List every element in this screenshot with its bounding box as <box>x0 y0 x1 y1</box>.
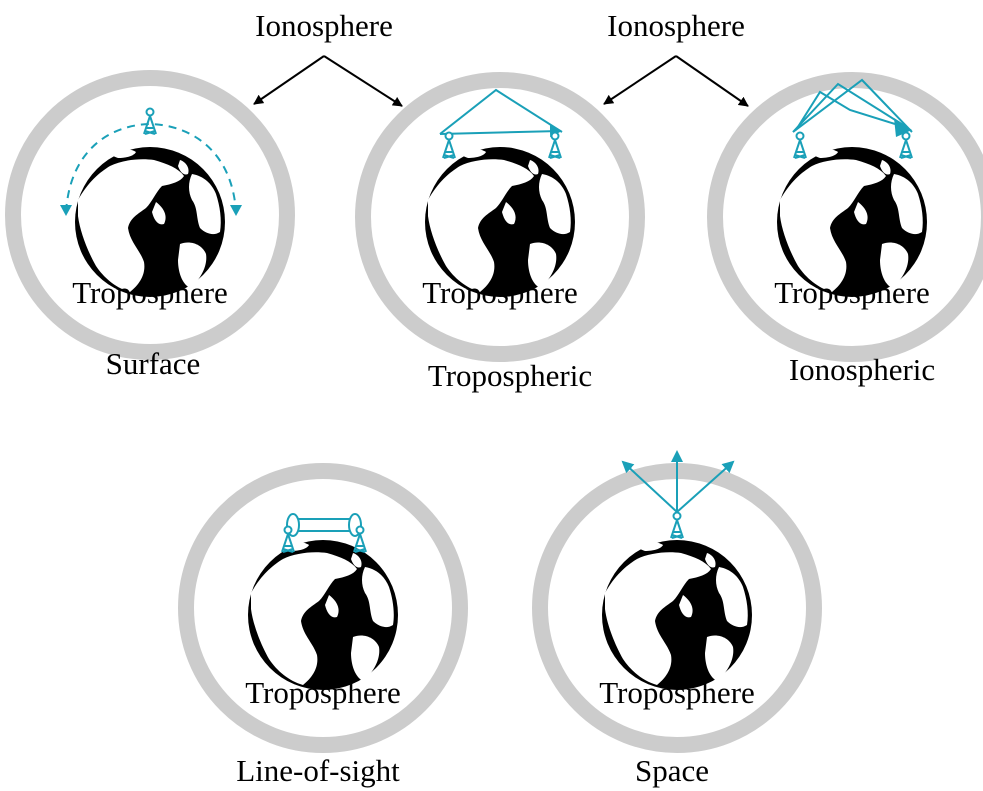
earth-globe <box>602 540 752 690</box>
antenna-tower <box>900 133 912 159</box>
antenna-tower <box>794 133 806 159</box>
panel-space: Troposphere Space <box>540 452 814 788</box>
panel-caption: Tropospheric <box>428 358 592 393</box>
panel-surface: Troposphere Surface <box>13 78 287 381</box>
antenna-tower <box>144 109 156 135</box>
panel-caption: Line-of-sight <box>236 753 400 788</box>
earth-globe <box>248 540 398 690</box>
panel-caption: Surface <box>106 346 201 381</box>
tropospheric-scatter-path <box>440 90 562 134</box>
pointer-arrow <box>604 56 676 104</box>
troposphere-label: Troposphere <box>774 275 930 310</box>
troposphere-label: Troposphere <box>599 675 755 710</box>
troposphere-label: Troposphere <box>245 675 401 710</box>
pointer-arrow <box>254 56 324 104</box>
wave-arrowhead <box>60 205 72 216</box>
panel-caption: Ionospheric <box>789 352 935 387</box>
ionosphere-label-right: Ionosphere <box>607 8 745 43</box>
antenna-tower <box>354 527 366 553</box>
wave-arrowhead <box>230 205 242 216</box>
antenna-tower <box>443 133 455 159</box>
ionosphere-label-left: Ionosphere <box>255 8 393 43</box>
panel-tropospheric: Troposphere Tropospheric <box>363 80 637 393</box>
antenna-tower <box>671 513 683 539</box>
pointer-arrow <box>324 56 402 106</box>
panel-caption: Space <box>635 753 709 788</box>
troposphere-label: Troposphere <box>422 275 578 310</box>
direct-path <box>440 131 560 134</box>
antenna-tower <box>549 133 561 159</box>
troposphere-label: Troposphere <box>72 275 228 310</box>
panel-ionospheric: Troposphere Ionospheric <box>715 80 983 387</box>
pointer-arrow <box>676 56 748 106</box>
panel-line-of-sight: Troposphere Line-of-sight <box>186 471 460 788</box>
